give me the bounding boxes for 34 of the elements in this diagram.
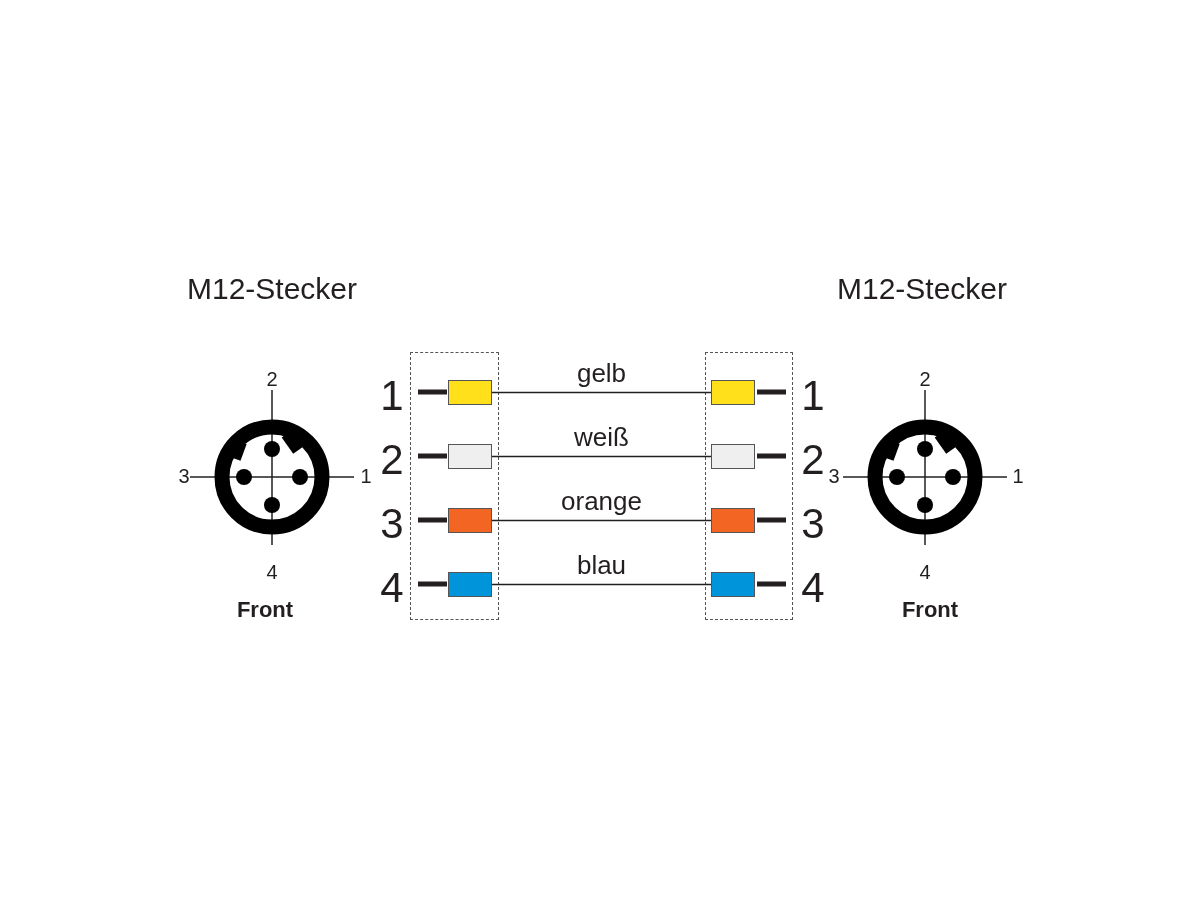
- pin-number: 4: [266, 562, 278, 582]
- wire-sleeve: [448, 444, 492, 469]
- pin-number: 2: [801, 438, 825, 481]
- pin-number: 2: [919, 369, 931, 389]
- wire: [491, 583, 712, 586]
- heading: M12-Stecker: [836, 274, 1008, 304]
- pin-number: 2: [266, 369, 278, 389]
- wire-sleeve: [448, 572, 492, 597]
- pin-number: 3: [178, 466, 190, 486]
- plug-housing-outline: [705, 352, 793, 620]
- pin-number: 1: [801, 374, 825, 417]
- wire-sleeve: [711, 572, 755, 597]
- pin-number: 1: [360, 466, 372, 486]
- wire-sleeve: [711, 444, 755, 469]
- wire: [491, 391, 712, 394]
- view-caption: Front: [236, 599, 294, 621]
- wire-sleeve: [448, 508, 492, 533]
- pin-number: 3: [380, 502, 404, 545]
- wire-sleeve: [711, 380, 755, 405]
- view-caption: Front: [901, 599, 959, 621]
- wire-sleeve: [711, 508, 755, 533]
- pin-number: 4: [801, 566, 825, 609]
- pin-number: 4: [919, 562, 931, 582]
- wire: [491, 519, 712, 522]
- pin-number: 3: [801, 502, 825, 545]
- plug-housing-outline: [410, 352, 499, 620]
- wire-sleeve: [448, 380, 492, 405]
- pin-number: 1: [380, 374, 404, 417]
- pin-number: 4: [380, 566, 404, 609]
- heading: M12-Stecker: [186, 274, 358, 304]
- pin-number: 3: [828, 466, 840, 486]
- wire: [491, 455, 712, 458]
- pin-number: 2: [380, 438, 404, 481]
- pin-number: 1: [1012, 466, 1024, 486]
